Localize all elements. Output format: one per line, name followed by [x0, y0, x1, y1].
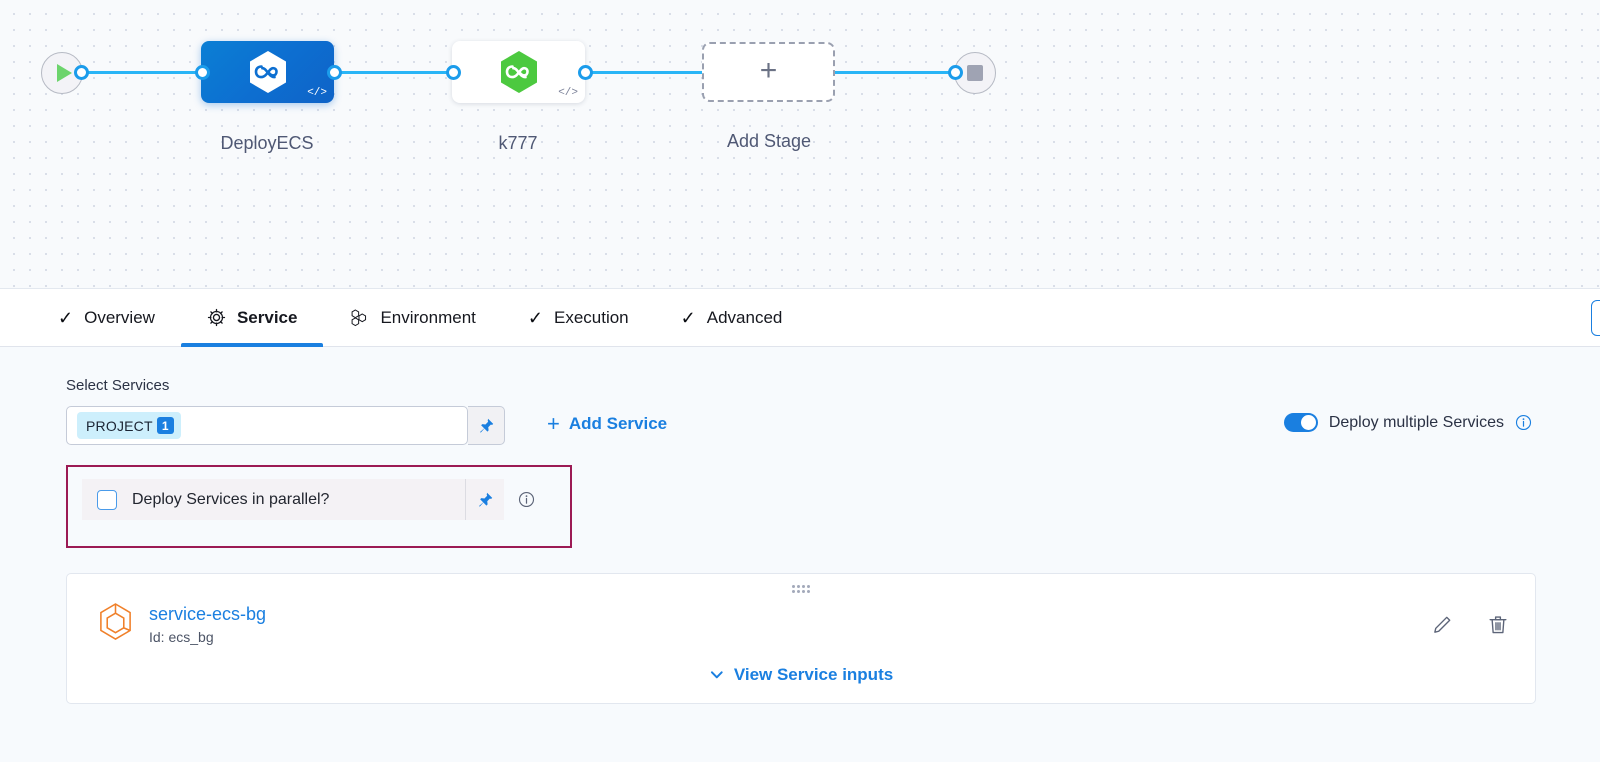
deploy-in-parallel-label: Deploy Services in parallel?	[132, 490, 330, 508]
stop-icon	[967, 65, 983, 81]
port-deployecs-in[interactable]	[195, 65, 210, 80]
gear-icon	[207, 308, 226, 327]
service-scope-chip-count: 1	[156, 417, 174, 434]
port-end-in[interactable]	[948, 65, 963, 80]
pin-icon	[479, 492, 493, 507]
port-deployecs-out[interactable]	[327, 65, 342, 80]
pipeline-canvas[interactable]: </> DeployECS </> k777 + Add Stage	[0, 0, 1600, 289]
tab-service-label: Service	[236, 307, 298, 327]
edge-deployecs-to-k777	[333, 71, 461, 74]
deploy-in-parallel-checkbox[interactable]	[97, 489, 117, 510]
deploy-multiple-services-group: Deploy multiple Services	[1283, 413, 1532, 432]
edge-addstage-to-end	[833, 71, 961, 74]
service-card-actions	[1431, 614, 1509, 636]
save-as-template-button[interactable]: S	[1591, 300, 1600, 336]
check-icon: ✓	[527, 307, 543, 328]
tab-environment[interactable]: Environment	[323, 289, 501, 346]
deploy-in-parallel-highlight: Deploy Services in parallel?	[66, 465, 572, 548]
service-scope-chip[interactable]: PROJECT 1	[77, 412, 181, 439]
drag-handle-icon[interactable]	[792, 585, 810, 593]
check-icon: ✓	[680, 307, 696, 328]
service-panel: Select Services PROJECT 1 + Add Service …	[0, 347, 1600, 762]
stage-label-deployecs: DeployECS	[220, 133, 314, 153]
info-icon[interactable]	[1515, 414, 1532, 431]
tab-advanced-label: Advanced	[706, 307, 783, 327]
plus-icon: +	[547, 411, 560, 436]
tab-overview-label: Overview	[84, 307, 155, 327]
code-view-icon[interactable]: </>	[558, 87, 578, 99]
port-k777-out[interactable]	[578, 65, 593, 80]
harness-hexagon-icon	[500, 51, 537, 93]
stage-node-deployecs[interactable]: </>	[201, 41, 334, 103]
services-row: PROJECT 1 + Add Service Deploy multiple …	[66, 406, 1566, 445]
deploy-in-parallel-field[interactable]: Deploy Services in parallel?	[82, 479, 466, 520]
info-icon	[518, 491, 534, 508]
delete-service-button[interactable]	[1487, 614, 1509, 636]
edit-service-button[interactable]	[1431, 614, 1453, 636]
play-icon	[56, 64, 72, 82]
trash-icon	[1489, 616, 1507, 634]
edge-start-to-deployecs	[80, 71, 208, 74]
harness-hexagon-icon	[249, 51, 286, 93]
service-name-link[interactable]: service-ecs-bg	[149, 604, 267, 624]
service-card-main: service-ecs-bg Id: ecs_bg	[97, 602, 266, 645]
service-card-text: service-ecs-bg Id: ecs_bg	[149, 602, 266, 645]
deploy-in-parallel-row: Deploy Services in parallel?	[82, 479, 548, 520]
stage-node-k777[interactable]: </>	[452, 41, 585, 103]
service-scope-chip-label: PROJECT	[86, 417, 153, 434]
hexagon-cluster-icon	[349, 308, 369, 328]
deploy-in-parallel-pin-button[interactable]	[466, 479, 504, 520]
view-service-inputs-label: View Service inputs	[733, 665, 894, 684]
deploy-in-parallel-info[interactable]	[504, 479, 548, 520]
add-stage-label: Add Stage	[726, 131, 812, 151]
port-k777-in[interactable]	[446, 65, 461, 80]
chevron-down-icon	[710, 671, 723, 679]
port-start-out[interactable]	[74, 65, 89, 80]
add-service-button[interactable]: + Add Service	[547, 413, 667, 435]
pin-icon	[480, 418, 494, 433]
edge-k777-to-addstage	[583, 71, 711, 74]
pencil-icon	[1434, 616, 1451, 633]
select-services-label: Select Services	[66, 377, 170, 394]
services-pin-button[interactable]	[468, 406, 505, 445]
deploy-multiple-services-label: Deploy multiple Services	[1328, 413, 1504, 431]
stage-label-k777: k777	[498, 133, 538, 153]
service-card: service-ecs-bg Id: ecs_bg	[66, 573, 1536, 704]
tab-service[interactable]: Service	[180, 289, 324, 347]
check-icon: ✓	[58, 307, 74, 328]
tab-execution[interactable]: ✓ Execution	[502, 289, 655, 346]
add-service-label: Add Service	[568, 414, 668, 433]
service-id-text: Id: ecs_bg	[149, 628, 214, 645]
view-service-inputs-button[interactable]: View Service inputs	[709, 665, 893, 685]
add-stage-button[interactable]: +	[702, 42, 835, 102]
code-view-icon[interactable]: </>	[307, 87, 327, 99]
services-multiselect[interactable]: PROJECT 1	[66, 406, 468, 445]
tab-advanced[interactable]: ✓ Advanced	[655, 289, 809, 346]
service-hexagon-icon	[100, 603, 131, 640]
stage-tab-bar: ✓ Overview Service Environme	[0, 289, 1600, 347]
tab-environment-label: Environment	[380, 307, 476, 327]
deploy-multiple-services-toggle[interactable]	[1283, 413, 1318, 432]
tab-overview[interactable]: ✓ Overview	[32, 289, 181, 346]
plus-icon: +	[759, 53, 778, 87]
tab-execution-label: Execution	[553, 307, 629, 327]
